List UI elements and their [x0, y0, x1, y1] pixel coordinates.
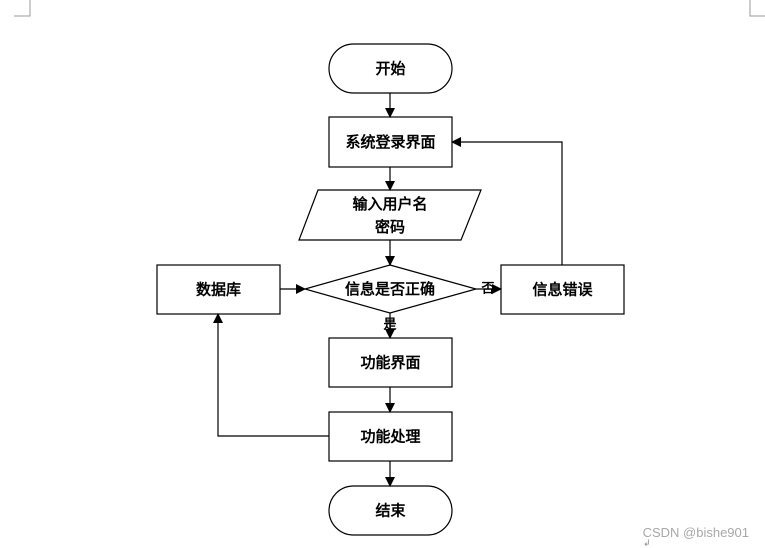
csdn-watermark: CSDN @bishe901 [642, 525, 749, 540]
page-corner-mark-left [14, 0, 31, 17]
function-ui-label: 功能界面 [360, 354, 420, 372]
page-corner-mark-right [749, 0, 765, 17]
input-label-line1: 输入用户名 [352, 195, 427, 213]
edge-label-no: 否 [480, 282, 494, 297]
paragraph-mark: ↲ [643, 539, 651, 548]
edge-error-to-login [451, 137, 563, 265]
edge-label-yes: 是 [382, 318, 397, 333]
login-process [328, 116, 453, 168]
database-box [156, 264, 281, 315]
processing-label: 功能处理 [360, 428, 420, 446]
decision-label: 信息是否正确 [345, 280, 435, 298]
input-parallelogram [298, 189, 482, 241]
end-label: 结束 [375, 502, 406, 520]
error-label: 信息错误 [532, 281, 593, 299]
input-label-line2: 密码 [375, 218, 405, 236]
error-process [500, 264, 625, 315]
start-label: 开始 [375, 60, 405, 78]
login-label: 系统登录界面 [345, 133, 435, 151]
edge-processing-to-database [213, 313, 329, 437]
database-label: 数据库 [196, 281, 241, 299]
